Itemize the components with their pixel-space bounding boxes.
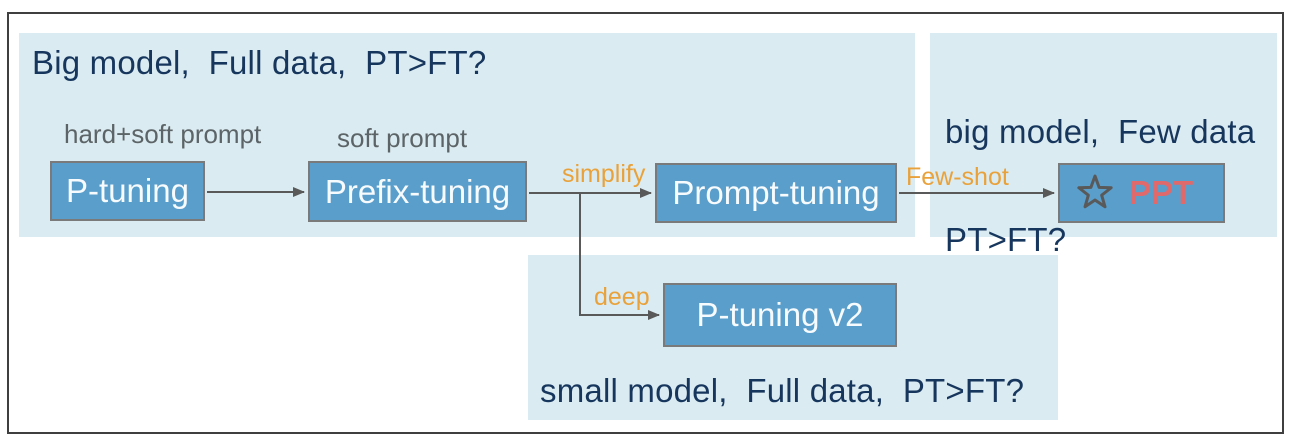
node-p-tuning-v2: P-tuning v2 <box>663 283 897 347</box>
panel-title-big-model-full-data: Big model, Full data, PT>FT? <box>32 44 487 81</box>
node-prompt-tuning: Prompt-tuning <box>655 163 897 223</box>
edge-label-simplify: simplify <box>562 160 646 188</box>
node-label-ppt: PPT <box>1129 174 1194 211</box>
node-p-tuning: P-tuning <box>50 161 205 221</box>
edge-label-few-shot: Few-shot <box>906 163 1009 191</box>
node-label: Prefix-tuning <box>324 172 511 210</box>
star-outline-icon <box>1077 174 1113 209</box>
annotation-soft-prompt: soft prompt <box>337 123 468 153</box>
node-prefix-tuning: Prefix-tuning <box>308 161 527 222</box>
node-label: Prompt-tuning <box>672 174 880 211</box>
annotation-hard-soft-prompt: hard+soft prompt <box>64 119 262 149</box>
node-label: P-tuning <box>66 172 189 209</box>
panel-title-line-2: PT>FT? <box>945 221 1067 258</box>
slide-border <box>7 12 1284 434</box>
panel-title-line-1: big model, Few data <box>945 113 1256 150</box>
edge-label-deep: deep <box>594 283 650 311</box>
node-label: P-tuning v2 <box>696 296 864 333</box>
panel-title-small-model-full-data: small model, Full data, PT>FT? <box>540 372 1025 409</box>
node-ppt: PPT <box>1058 163 1225 223</box>
panel-title-big-model-few-data: big model, Few data PT>FT? <box>945 42 1255 330</box>
